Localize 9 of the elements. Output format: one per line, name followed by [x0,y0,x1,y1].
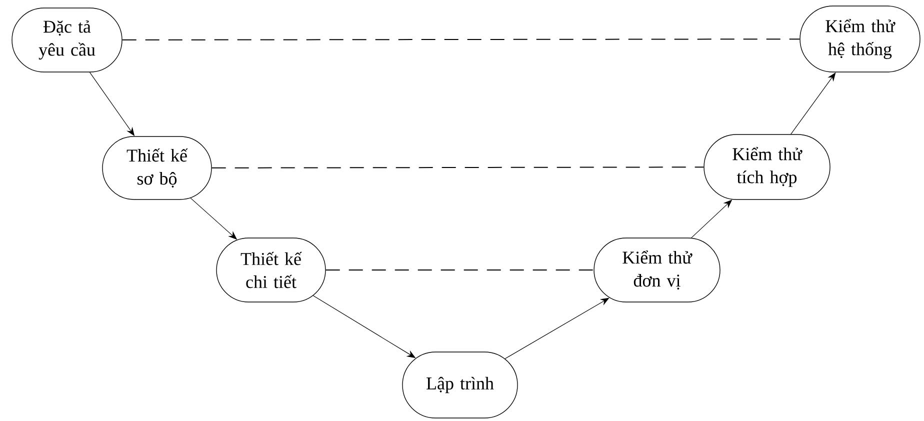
dashed-line [211,166,704,168]
process-box: Thiết kế chi tiết [216,238,326,302]
process-box: Thiết kế sơ bộ [102,136,212,200]
process-box: Lập trình [402,352,518,418]
process-box: Kiểm thử đơn vị [594,238,720,302]
dashed-line [122,38,800,40]
process-box: Kiểm thử hệ thống [800,6,920,72]
process-box: Kiểm thử tích hợp [704,134,830,200]
process-box: Đặc tả yêu cầu [12,8,122,72]
